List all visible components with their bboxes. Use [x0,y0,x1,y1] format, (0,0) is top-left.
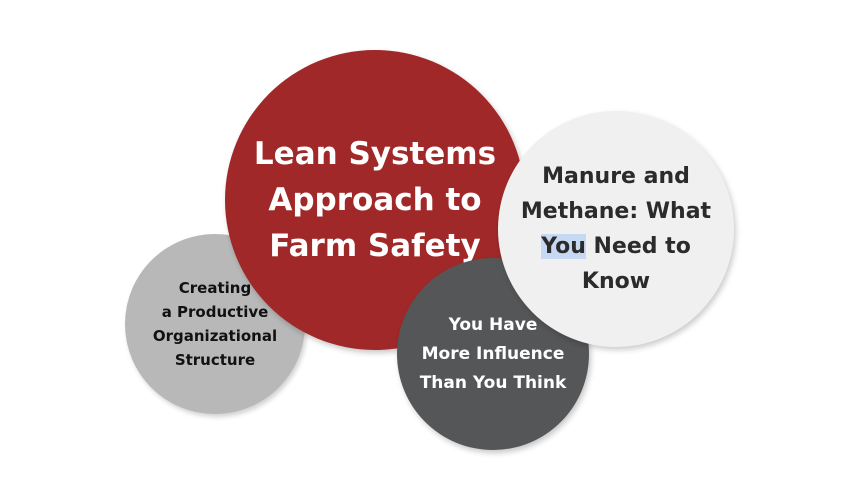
topic-label-lean-systems: Lean Systems Approach to Farm Safety [253,136,497,264]
text-selection-highlight[interactable]: You [541,234,586,259]
topic-label-manure-methane: Manure and Methane: What You Need to Kno… [520,164,712,294]
topic-label-organizational-structure: Creating a Productive Organizational Str… [152,279,278,369]
topic-label-influence: You Have More Influence Than You Think [419,314,567,393]
topic-circle-manure-methane[interactable]: Manure and Methane: What You Need to Kno… [498,111,734,347]
